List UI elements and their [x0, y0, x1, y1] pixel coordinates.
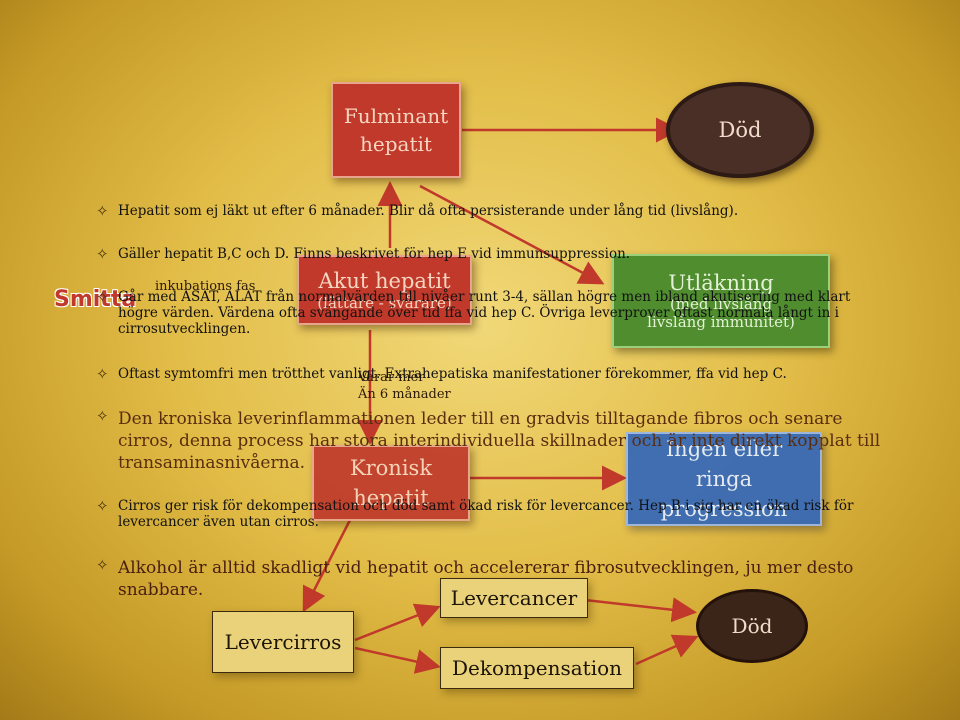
bullet-item: ✧ Går med ASAT, ALAT från normalvärden t… — [96, 289, 886, 337]
bullet-item: ✧ Alkohol är alltid skadligt vid hepatit… — [96, 557, 886, 601]
bullet-text: Hepatit som ej läkt ut efter 6 månader. … — [118, 203, 739, 219]
bullet-star-icon: ✧ — [96, 288, 109, 306]
levercirros-box: Levercirros — [212, 611, 354, 673]
akut-hepatit-sublabel: (lättare - svårare) — [317, 294, 452, 312]
levercirros-label: Levercirros — [224, 630, 342, 654]
bullet-star-icon: ✧ — [96, 556, 109, 574]
bullet-item: ✧ Cirros ger risk för dekompensation och… — [96, 498, 886, 530]
bullet-text: Oftast symtomfri men trötthet vanligt. E… — [118, 366, 787, 382]
bullet-item: ✧ Oftast symtomfri men trötthet vanligt.… — [96, 366, 896, 382]
bullet-text: Cirros ger risk för dekompensation och d… — [118, 498, 854, 530]
arrow-cirros-to-levercancer — [354, 603, 441, 642]
akut-hepatit-label: Akut hepatit — [318, 269, 451, 293]
utlakning-sublabel-1: (med livslång — [669, 295, 773, 313]
arrow-dekompensation-to-dod — [635, 634, 699, 666]
bullet-item: ✧ Hepatit som ej läkt ut efter 6 månader… — [96, 203, 896, 219]
fulminant-hepatit-box: Fulminant hepatit — [331, 82, 461, 178]
arrow-cirros-to-dekompensation — [354, 646, 441, 674]
utlakning-box: Utläkning (med livslång livslång immunit… — [612, 254, 830, 348]
ingen-progression-label: Ingen eller ringa progression — [660, 437, 788, 521]
dod-top-oval: Död — [666, 82, 814, 178]
bullet-text: Den kroniska leverinflammationen leder t… — [118, 409, 881, 473]
dod-bottom-oval: Död — [696, 589, 808, 663]
dod-top-label: Död — [718, 118, 762, 142]
bullet-star-icon: ✧ — [96, 407, 109, 425]
ingen-progression-box: Ingen eller ringa progression — [626, 432, 822, 526]
bullet-text: Gäller hepatit B,C och D. Finns beskrive… — [118, 246, 631, 262]
kronisk-hepatit-box: Kronisk hepatit — [312, 445, 470, 521]
bullet-item: ✧ Den kroniska leverinflammationen leder… — [96, 408, 886, 474]
bullet-star-icon: ✧ — [96, 202, 109, 220]
dekompensation-box: Dekompensation — [440, 647, 634, 689]
akut-hepatit-box: Akut hepatit (lättare - svårare) — [297, 255, 472, 325]
bullet-star-icon: ✧ — [96, 365, 109, 383]
utlakning-sublabel-2: livslång immunitet) — [647, 313, 795, 331]
inkubation-label: inkubations fas — [155, 279, 256, 294]
smitta-label: Smitta — [54, 287, 137, 312]
bullet-text: Går med ASAT, ALAT från normalvärden til… — [118, 289, 851, 337]
dekompensation-label: Dekompensation — [451, 656, 623, 680]
bullet-text: Alkohol är alltid skadligt vid hepatit o… — [118, 558, 854, 600]
arrow-fulminant-to-utlakning — [419, 184, 605, 285]
kronisk-hepatit-label: Kronisk hepatit — [349, 456, 433, 510]
arrow-kronisk-to-cirros — [302, 519, 352, 613]
utlakning-label: Utläkning — [668, 271, 774, 295]
bullet-star-icon: ✧ — [96, 245, 109, 263]
bullet-item: ✧ Gäller hepatit B,C och D. Finns beskri… — [96, 246, 896, 262]
levercancer-label: Levercancer — [450, 586, 578, 610]
levercancer-box: Levercancer — [440, 578, 588, 618]
varar-label-2: Än 6 månader — [358, 387, 451, 402]
varar-label-1: Varar mer — [358, 370, 425, 385]
dod-bottom-label: Död — [731, 614, 773, 638]
fulminant-hepatit-label: Fulminant hepatit — [343, 104, 449, 156]
bullet-star-icon: ✧ — [96, 497, 109, 515]
arrow-levercancer-to-dod — [584, 597, 697, 623]
